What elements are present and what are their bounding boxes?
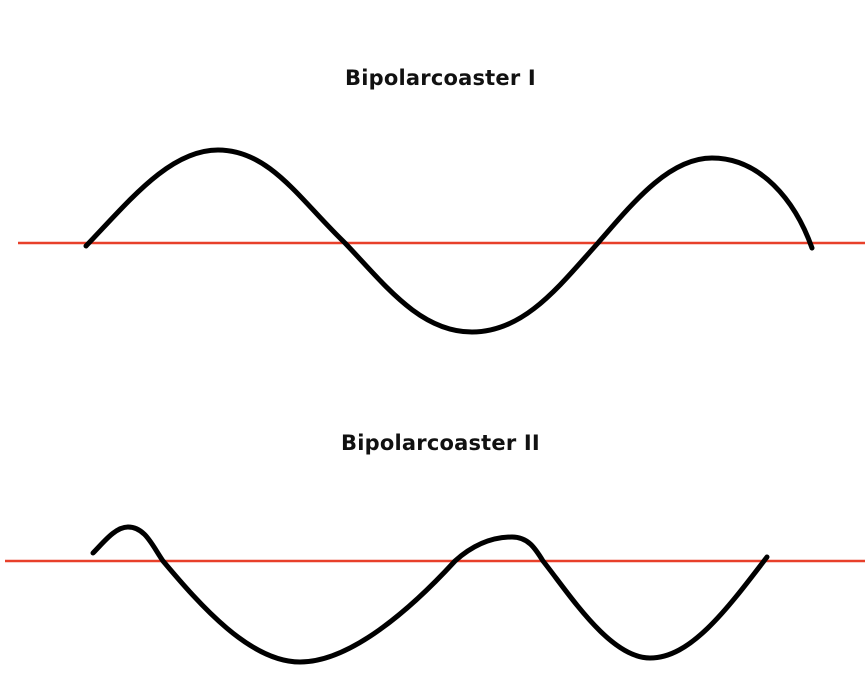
panel-title-1: Bipolarcoaster I (345, 66, 536, 90)
panel-title-2: Bipolarcoaster II (341, 431, 540, 455)
wave-2 (90, 524, 770, 665)
wave-1 (83, 147, 815, 335)
